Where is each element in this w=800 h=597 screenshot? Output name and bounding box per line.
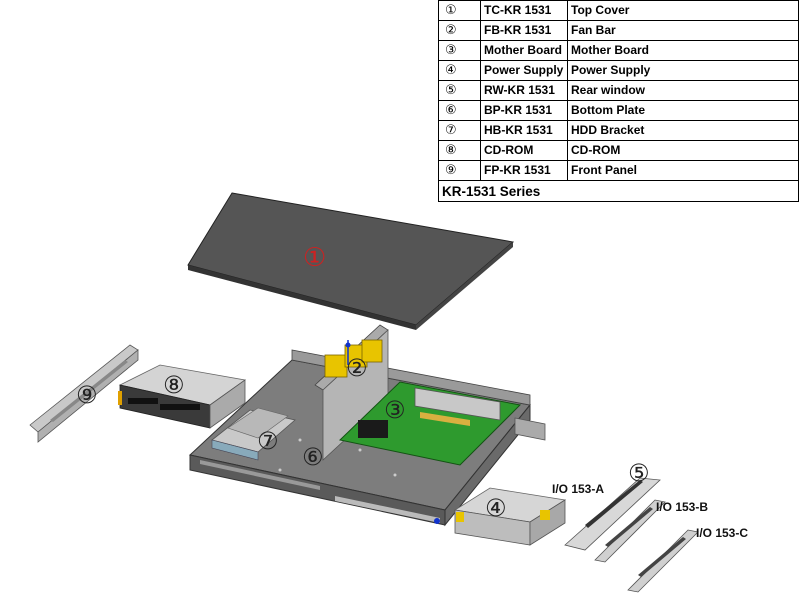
callout-bottom-plate: ⑥ (302, 443, 324, 471)
callout-mother-board: ③ (384, 396, 406, 424)
io-label-a: I/O 153-A (552, 482, 604, 496)
power-supply: ④ (434, 487, 567, 546)
part-name: Mother Board (567, 40, 799, 61)
parts-table-body: ① TC-KR 1531 Top Cover ② FB-KR 1531 Fan … (438, 0, 799, 202)
callout-fan-bar: ② (346, 354, 368, 382)
table-row: ⑧ CD-ROM CD-ROM (438, 140, 799, 161)
callout-cd-rom: ⑧ (163, 371, 185, 399)
table-row: ① TC-KR 1531 Top Cover (438, 0, 799, 21)
table-row: ⑨ FP-KR 1531 Front Panel (438, 160, 799, 181)
table-row-series: KR-1531 Series (438, 180, 799, 202)
front-panel: ⑨ (29, 344, 139, 443)
part-code: HB-KR 1531 (480, 120, 568, 141)
top-cover: ① (187, 192, 515, 330)
part-code: RW-KR 1531 (480, 80, 568, 101)
mother-board: ③ (338, 381, 522, 466)
callout-top-cover: ① (303, 243, 326, 273)
rear-window: ⑤ (564, 459, 661, 551)
io-shield-c (627, 529, 699, 593)
part-name: Front Panel (567, 160, 799, 181)
table-row: ⑦ HB-KR 1531 HDD Bracket (438, 120, 799, 141)
callout-hdd-bracket: ⑦ (257, 427, 279, 455)
part-code: Power Supply (480, 60, 568, 81)
fan-bar: ② (314, 324, 389, 461)
callout-power-supply: ④ (485, 494, 507, 522)
part-code: FP-KR 1531 (480, 160, 568, 181)
part-code: BP-KR 1531 (480, 100, 568, 121)
io-label-b: I/O 153-B (656, 500, 708, 514)
cd-rom: ⑧ (118, 364, 247, 429)
parts-table: ① TC-KR 1531 Top Cover ② FB-KR 1531 Fan … (438, 0, 799, 202)
table-row: ③ Mother Board Mother Board (438, 40, 799, 61)
hdd-bracket: ⑦ (211, 407, 296, 461)
io-label-c: I/O 153-C (696, 526, 748, 540)
io-shield-b (594, 499, 666, 563)
series-label: KR-1531 Series (438, 180, 799, 202)
callout-front-panel: ⑨ (76, 381, 98, 409)
callout-rear-window: ⑤ (628, 459, 650, 487)
